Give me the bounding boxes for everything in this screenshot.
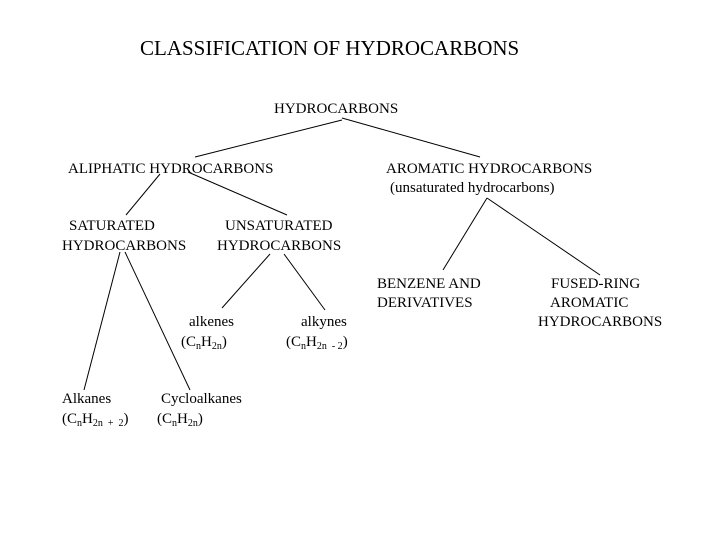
node-unsaturated-line2: HYDROCARBONS xyxy=(217,238,342,254)
node-alkanes: Alkanes xyxy=(62,391,112,407)
node-hydrocarbons: HYDROCARBONS xyxy=(274,101,399,117)
formula-alkynes: (CnH2n - 2) xyxy=(286,334,348,352)
page-title: CLASSIFICATION OF HYDROCARBONS xyxy=(140,36,520,60)
formula-cycloalkanes: (CnH2n) xyxy=(157,411,203,429)
connector-aromatic-benzene xyxy=(442,197,488,271)
connector-root-aromatic xyxy=(341,117,481,158)
node-fused-line3: HYDROCARBONS xyxy=(538,314,663,330)
node-fused-line1: FUSED-RING xyxy=(551,276,641,292)
connector-root-aliphatic xyxy=(194,119,343,158)
connector-aliphatic-saturated xyxy=(125,173,161,216)
node-unsaturated-line1: UNSATURATED xyxy=(225,218,333,234)
formula-alkanes: (CnH2n + 2) xyxy=(62,411,129,429)
node-alkynes: alkynes xyxy=(301,314,347,330)
node-saturated-line2: HYDROCARBONS xyxy=(62,238,187,254)
node-alkenes: alkenes xyxy=(189,314,234,330)
connector-saturated-alkanes xyxy=(83,251,121,391)
connector-unsaturated-alkynes xyxy=(283,253,326,311)
connector-unsaturated-alkenes xyxy=(221,253,271,309)
connector-aromatic-fused xyxy=(486,197,601,276)
node-benzene-line2: DERIVATIVES xyxy=(377,295,473,311)
node-fused-line2: AROMATIC xyxy=(550,295,629,311)
node-benzene-line1: BENZENE AND xyxy=(377,276,481,292)
node-aromatic-note: (unsaturated hydrocarbons) xyxy=(390,180,555,196)
node-saturated-line1: SATURATED xyxy=(69,218,155,234)
connector-saturated-cycloalkanes xyxy=(124,251,191,391)
node-cycloalkanes: Cycloalkanes xyxy=(161,391,242,407)
node-aliphatic: ALIPHATIC HYDROCARBONS xyxy=(68,161,274,177)
node-aromatic: AROMATIC HYDROCARBONS xyxy=(386,161,593,177)
formula-alkenes: (CnH2n) xyxy=(181,334,227,352)
connector-aliphatic-unsaturated xyxy=(187,171,288,216)
